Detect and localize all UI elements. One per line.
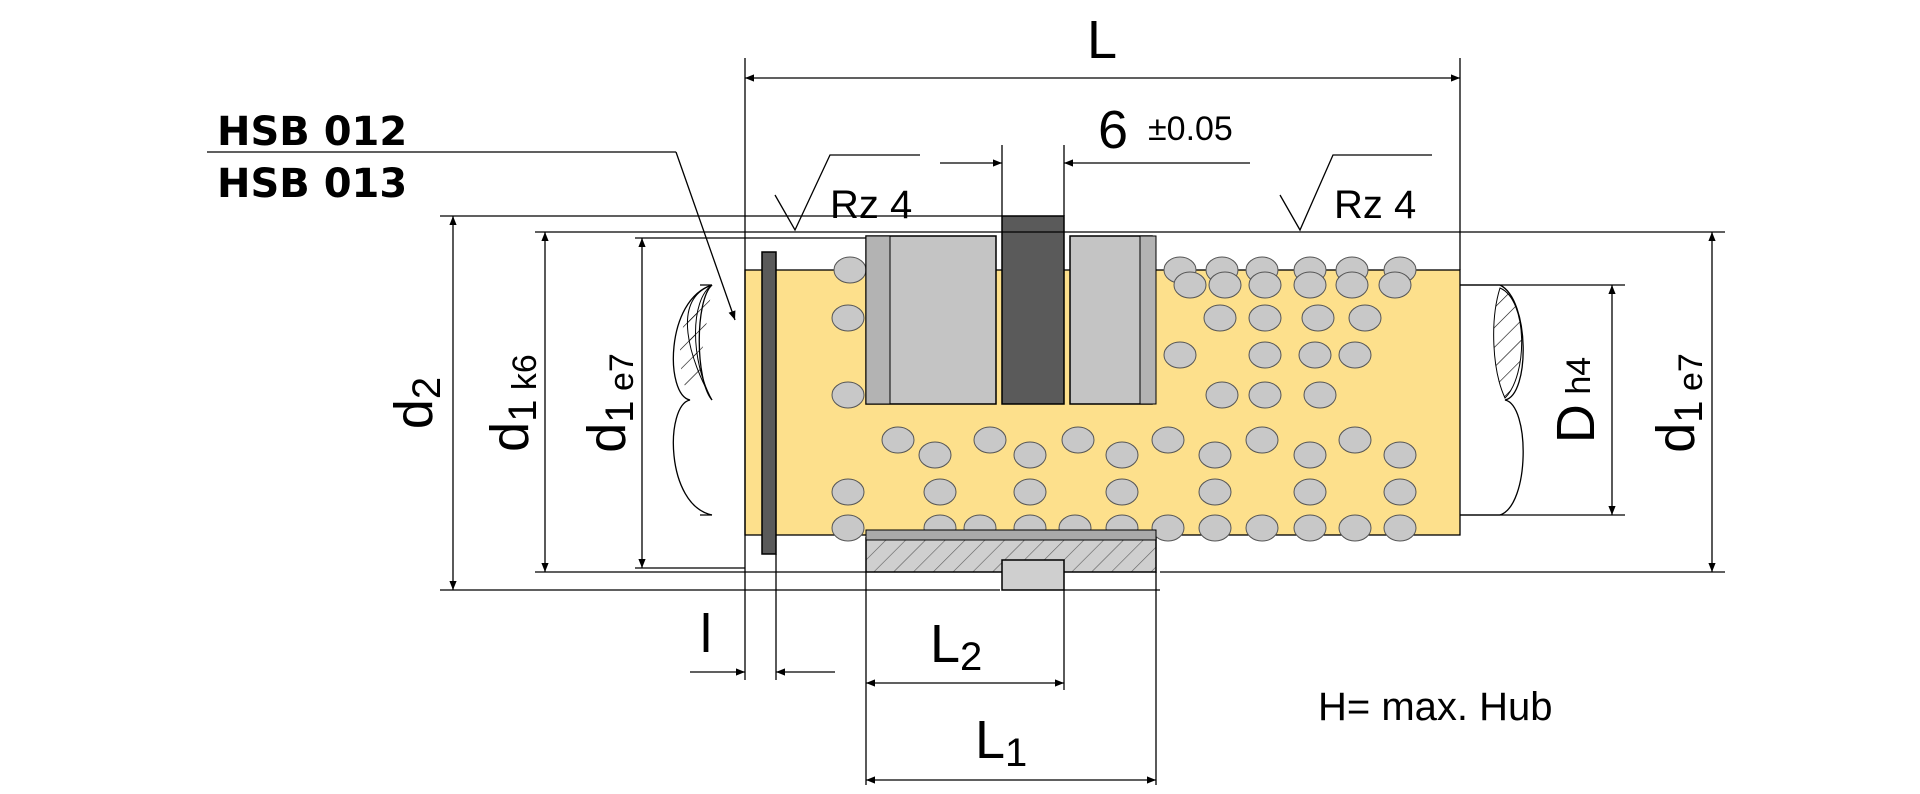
tolerance-deviation: ±0.05 bbox=[1148, 110, 1233, 148]
ball bbox=[1245, 514, 1279, 542]
ball bbox=[1335, 271, 1369, 299]
ball bbox=[1348, 304, 1382, 332]
ball bbox=[833, 256, 867, 284]
ball bbox=[1298, 341, 1332, 369]
dim-label-d2: d2 bbox=[384, 377, 449, 429]
dimension-lines bbox=[449, 74, 1716, 784]
ball bbox=[923, 478, 957, 506]
sleeve-left-inner bbox=[865, 235, 891, 405]
sleeve-right-inner bbox=[1139, 235, 1157, 405]
ball bbox=[1338, 426, 1372, 454]
svg-text:d1 e7: d1 e7 bbox=[577, 353, 642, 453]
ball bbox=[1205, 381, 1239, 409]
ball bbox=[1198, 441, 1232, 469]
part-leader bbox=[207, 151, 736, 321]
ball bbox=[1245, 426, 1279, 454]
note-max-hub: H= max. Hub bbox=[1318, 685, 1553, 729]
svg-text:d1 e7: d1 e7 bbox=[1646, 353, 1711, 453]
ball bbox=[1013, 441, 1047, 469]
ball bbox=[1173, 271, 1207, 299]
roughness-symbol-left bbox=[774, 154, 920, 232]
shaft-left bbox=[672, 284, 713, 516]
dim-label-d1-e7-right: d1 e7 bbox=[1646, 353, 1711, 453]
ball bbox=[831, 514, 865, 542]
svg-text:d2: d2 bbox=[384, 377, 449, 429]
ball bbox=[1293, 271, 1327, 299]
ball bbox=[1208, 271, 1242, 299]
ball bbox=[1338, 514, 1372, 542]
ball bbox=[831, 478, 865, 506]
roughness-label-right: Rz 4 bbox=[1334, 183, 1416, 227]
ball bbox=[1198, 478, 1232, 506]
ball bbox=[1151, 514, 1185, 542]
ball bbox=[1163, 341, 1197, 369]
ball bbox=[1293, 441, 1327, 469]
shaft-right bbox=[1460, 284, 1524, 516]
ball bbox=[973, 426, 1007, 454]
roughness-label-left: Rz 4 bbox=[830, 183, 912, 227]
tolerance-value: 6 bbox=[1098, 100, 1128, 160]
dim-label-D-h4: D h4 bbox=[1546, 357, 1606, 443]
center-ring bbox=[1001, 215, 1065, 405]
housing bbox=[865, 529, 1157, 591]
ball bbox=[1105, 441, 1139, 469]
ball bbox=[1301, 304, 1335, 332]
ball bbox=[1383, 478, 1417, 506]
ball bbox=[1151, 426, 1185, 454]
length-label-L: L bbox=[1087, 10, 1117, 70]
dim-label-d1-e7-left: d1 e7 bbox=[577, 353, 642, 453]
ball bbox=[1338, 341, 1372, 369]
ball bbox=[918, 441, 952, 469]
ball bbox=[1303, 381, 1337, 409]
ball bbox=[1198, 514, 1232, 542]
dim-label-L1: L1 bbox=[975, 710, 1027, 775]
ball bbox=[1013, 478, 1047, 506]
ball bbox=[1248, 271, 1282, 299]
ball bbox=[1248, 341, 1282, 369]
part-label-hsb013: HSB 013 bbox=[217, 161, 407, 207]
ball bbox=[831, 304, 865, 332]
ball bbox=[1203, 304, 1237, 332]
ball bbox=[1248, 304, 1282, 332]
ball bbox=[831, 381, 865, 409]
ball bbox=[1061, 426, 1095, 454]
retaining-ring bbox=[761, 251, 777, 555]
ball bbox=[1378, 271, 1412, 299]
roughness-symbol-right bbox=[1279, 154, 1432, 232]
dim-label-l: l bbox=[700, 604, 712, 664]
dim-label-L2: L2 bbox=[930, 614, 982, 679]
ball bbox=[1383, 441, 1417, 469]
extension-lines bbox=[440, 58, 1725, 785]
ball bbox=[1248, 381, 1282, 409]
ball bbox=[1105, 478, 1139, 506]
ball bbox=[1383, 514, 1417, 542]
part-label-hsb012: HSB 012 bbox=[217, 109, 407, 155]
svg-text:d1 k6: d1 k6 bbox=[480, 354, 545, 452]
sleeve-right bbox=[1069, 235, 1153, 405]
ball bbox=[881, 426, 915, 454]
ball bbox=[1293, 514, 1327, 542]
svg-text:D h4: D h4 bbox=[1546, 357, 1606, 443]
ball bbox=[1293, 478, 1327, 506]
dim-label-d1-k6: d1 k6 bbox=[480, 354, 545, 452]
